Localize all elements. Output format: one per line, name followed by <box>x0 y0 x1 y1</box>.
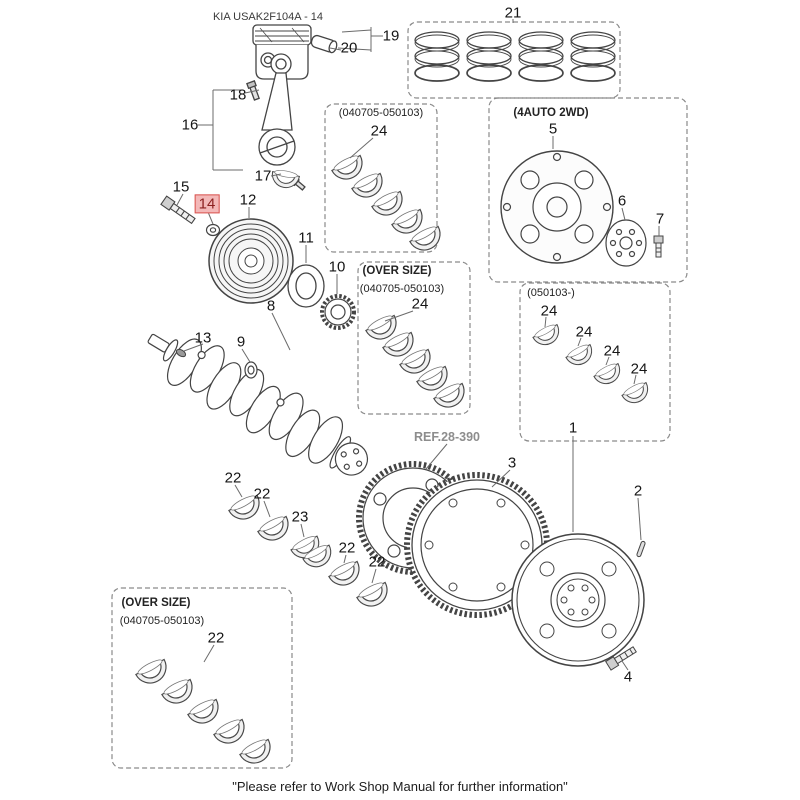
timing-gear-illustration <box>320 294 356 330</box>
callout-5[interactable]: 5 <box>548 120 558 138</box>
pulley-hub-illustration <box>287 264 325 308</box>
washer-illustration <box>205 223 221 237</box>
flywheel-bolt-illustration <box>605 646 637 671</box>
rod-bolt-illustration <box>246 80 260 101</box>
callout-4[interactable]: 4 <box>623 668 633 686</box>
oversize-bottom-shells-illustration <box>133 655 277 770</box>
spacer-illustration <box>244 361 258 379</box>
callout-19[interactable]: 19 <box>382 27 400 45</box>
callout-24-late-3[interactable]: 24 <box>603 342 621 360</box>
callout-21[interactable]: 21 <box>504 4 522 22</box>
dowel-pin-illustration <box>636 540 646 558</box>
callout-lines <box>176 19 660 671</box>
main-bearings-top-illustration <box>329 151 447 257</box>
crankshaft-illustration <box>147 333 369 476</box>
big-end-cap-illustration <box>269 168 301 191</box>
piston-rings-illustration <box>414 31 616 82</box>
callout-15[interactable]: 15 <box>172 178 190 196</box>
catalog-code: KIA USAK2F104A - 14 <box>212 11 324 23</box>
callout-24-late-4[interactable]: 24 <box>630 360 648 378</box>
callout-6[interactable]: 6 <box>617 192 627 210</box>
late-range-box <box>519 282 671 442</box>
callout-1[interactable]: 1 <box>568 419 578 437</box>
crankshaft-pulley-illustration <box>208 218 294 304</box>
callout-16[interactable]: 16 <box>181 116 199 134</box>
callout-2[interactable]: 2 <box>633 482 643 500</box>
caption-top-bearing-range: (040705-050103) <box>338 107 424 119</box>
callout-23[interactable]: 23 <box>291 508 309 526</box>
callout-24-late-2[interactable]: 24 <box>575 323 593 341</box>
auto-2wd-box <box>488 97 688 283</box>
callout-13[interactable]: 13 <box>194 329 212 347</box>
callout-24-mid[interactable]: 24 <box>411 295 429 313</box>
callout-8[interactable]: 8 <box>266 297 276 315</box>
callout-10[interactable]: 10 <box>328 258 346 276</box>
callout-9[interactable]: 9 <box>236 333 246 351</box>
pulley-bolt-illustration <box>160 195 196 225</box>
footer-note: "Please refer to Work Shop Manual for fu… <box>232 779 568 794</box>
caption-oversize-mid-range: (040705-050103) <box>359 283 445 295</box>
callout-18[interactable]: 18 <box>229 86 247 104</box>
callout-20[interactable]: 20 <box>340 39 358 57</box>
oversize-mid-shells-illustration <box>363 311 471 414</box>
callout-7[interactable]: 7 <box>655 210 665 228</box>
callout-12[interactable]: 12 <box>239 191 257 209</box>
caption-4auto-2wd: (4AUTO 2WD) <box>513 107 589 119</box>
callout-17[interactable]: 17 <box>254 167 272 185</box>
callout-24-late-1[interactable]: 24 <box>540 302 558 320</box>
callout-14-highlighted[interactable]: 14 <box>194 194 220 214</box>
flywheel-illustration <box>511 533 645 667</box>
main-bearing-box-top <box>324 103 438 253</box>
caption-oversize-bottom-range: (040705-050103) <box>119 615 205 627</box>
callout-22-b[interactable]: 22 <box>253 485 271 503</box>
woodruff-key-illustration <box>175 348 187 358</box>
callout-3[interactable]: 3 <box>507 454 517 472</box>
drive-plate-illustration <box>500 150 614 264</box>
callout-11[interactable]: 11 <box>298 229 314 247</box>
caption-oversize-bottom-title: (OVER SIZE) <box>121 597 191 609</box>
connecting-rod-illustration <box>246 53 306 191</box>
piston-pin-illustration <box>310 34 338 54</box>
callout-22-c[interactable]: 22 <box>338 539 356 557</box>
ref-28-390-link[interactable]: REF.28-390 <box>413 430 481 444</box>
adapter-bolt-illustration <box>653 235 664 258</box>
callout-22-a[interactable]: 22 <box>224 469 242 487</box>
callout-22-d[interactable]: 22 <box>368 553 386 571</box>
caption-late-range: (050103-) <box>527 287 575 299</box>
callout-22-oversize[interactable]: 22 <box>207 629 225 647</box>
caption-oversize-mid-title: (OVER SIZE) <box>362 265 432 277</box>
piston-rings-box <box>407 21 621 99</box>
callout-24-top[interactable]: 24 <box>370 122 388 140</box>
oversize-bottom-box <box>111 587 293 769</box>
flywheel-ring-gear-illustration <box>404 472 550 618</box>
adapter-plate-illustration <box>605 219 647 267</box>
group-boxes <box>111 21 688 769</box>
